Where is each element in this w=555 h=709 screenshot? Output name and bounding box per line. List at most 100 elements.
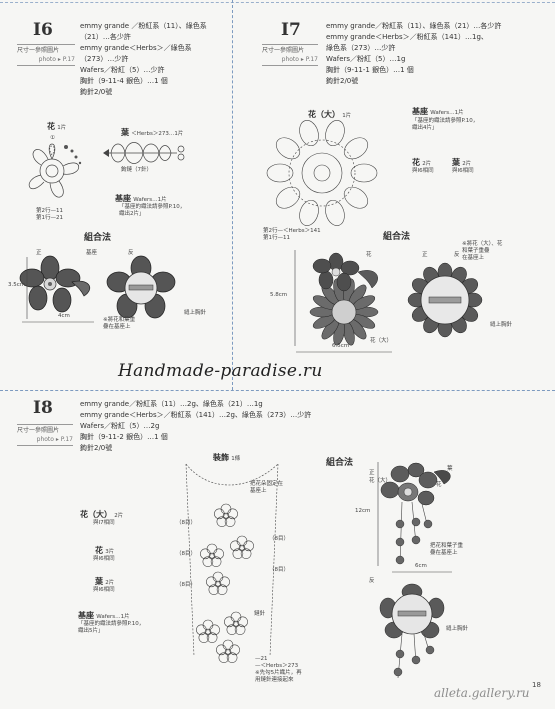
size-ref-text: 尺寸一參照圖片 (17, 47, 60, 54)
assembly-title-i8: 組合法 (326, 458, 354, 468)
petal-stitch (325, 120, 345, 147)
petal-stitch (343, 137, 369, 160)
motif-petal (200, 548, 211, 560)
material-line: 鉤針2/0號 (80, 88, 113, 96)
page-number: 18 (532, 681, 541, 689)
flower-ref-i8: 與I6相同 (93, 556, 115, 562)
motif-petal (210, 556, 222, 567)
base-note-i8: 「基座的織法請參照P.10，織出5片」 (78, 621, 145, 634)
material-line: emmy grande／粉紅系（11）…2g、綠色系（21）…1g (80, 400, 263, 408)
motif-center (238, 544, 246, 552)
small-flower-ref-i7: 與I6相同 (412, 168, 434, 174)
height-arrow-i8 (377, 462, 379, 566)
leaf-chart-i6 (103, 142, 185, 164)
petal-stitch (266, 163, 294, 183)
material-line: （21）…各少許 (80, 33, 131, 41)
assembly-note-i7: ※將花（大）、花和葉子重疊在基座上 (462, 241, 503, 261)
height-arrow-i7 (294, 250, 296, 346)
motif-petal (202, 556, 214, 567)
motif-petal (222, 639, 234, 651)
decoration-chart-i8 (185, 463, 279, 663)
petal-stitch (275, 137, 301, 160)
motif-petal (234, 624, 246, 635)
material-line: 胸針（9-11-1 銀色）…1 個 (326, 66, 414, 74)
chain-8-label: （8目） (176, 551, 196, 557)
material-line: emmy grande／粉紅系（11）、綠色系（21）…各少許 (326, 22, 502, 30)
height-arrow-i6 (26, 257, 28, 319)
flower-chart-i6 (29, 143, 82, 198)
petal-stitch (343, 186, 369, 209)
gallery-watermark: alleta.gallery.ru (434, 686, 530, 700)
chain-8-label: （8目） (176, 582, 196, 588)
assembly-title-i7: 組合法 (383, 232, 411, 242)
width-arrow-i7 (296, 351, 392, 353)
leaf-label-i8: 葉 2片 (95, 577, 115, 586)
pattern-code-i6: I6 (33, 20, 53, 40)
center-chain-label-i8: 鏈針 (254, 611, 266, 617)
back-label-i7: 反 (454, 252, 460, 258)
height-dim-i8: 12cm (355, 508, 371, 514)
assembly-back-i6 (106, 255, 176, 319)
horizontal-divider (0, 390, 555, 391)
motif-center (204, 628, 212, 636)
back-label-i6: 反 (128, 250, 134, 256)
motif-center (208, 552, 216, 560)
flower-label-i6: 花 1片 (47, 122, 67, 131)
motif-center (214, 580, 222, 588)
width-arrow-i8 (392, 571, 452, 573)
material-line: 鉤針2/0號 (326, 77, 359, 85)
motif-petal (243, 540, 254, 552)
petal-stitch (299, 199, 319, 226)
small-flower-tag-i8: 花 (436, 482, 442, 488)
motif-petal (206, 543, 218, 555)
bottom-note-i8: —21—＜Herbs＞273※先勾5片織片，再用鏈針連接起來 (255, 656, 302, 683)
motif-petal (230, 611, 242, 623)
front-label-i8: 正 (369, 470, 375, 476)
motif-center (222, 512, 230, 520)
width-dim-i8: 6cm (415, 563, 427, 569)
back-label-i8: 反 (369, 578, 375, 584)
materials-i7: emmy grande／粉紅系（11）、綠色系（21）…各少許 emmy gra… (326, 21, 501, 87)
small-flower-label-i7: 花 2片 (412, 158, 432, 167)
motif-petal (229, 644, 240, 656)
top-divider (0, 2, 555, 3)
material-line: 綠色系（273）…少許 (326, 44, 396, 52)
motif-petal (214, 508, 225, 520)
base-label-i7: 基座 Wafers…1片 (412, 107, 464, 116)
photo-ref: photo ▸ P.17 (38, 56, 75, 63)
big-flower-label-i7: 花（大） 1片 (308, 110, 352, 119)
motif-petal (236, 535, 248, 547)
width-dim-i7: 6.5cm (332, 343, 350, 349)
vertical-divider (232, 0, 233, 390)
base-label-i8: 基座 Wafers…1片 (78, 611, 130, 620)
big-flower-tag-i8: 花（大） (369, 478, 392, 484)
motif-petal (212, 571, 224, 583)
width-arrow-i6 (22, 321, 94, 323)
assembly-note-i8: 把花和葉子重疊在基座上 (430, 543, 464, 556)
motif-petal (237, 616, 248, 628)
motif-petal (213, 548, 224, 560)
sew-pin-label-i8: 縫上胸針 (446, 626, 469, 632)
pattern-code-i8: I8 (33, 398, 53, 418)
motif-petal (209, 624, 220, 636)
site-watermark: Handmade-paradise.ru (118, 361, 323, 381)
big-flower-ref-i8: 與I7相同 (93, 520, 115, 526)
width-dim-i6: 4cm (58, 313, 70, 319)
chain-8-label: （8目） (269, 536, 289, 542)
big-flower-label-i8: 花（大） 2片 (80, 510, 124, 519)
size-reference-box-i6: 尺寸一參照圖片 photo ▸ P.17 (17, 44, 75, 66)
base-note-i7: 「基座的織法請參照P.10，織出4片」 (412, 118, 479, 131)
motif-center (232, 620, 240, 628)
base-tag-i6: 基座 (86, 250, 98, 256)
pattern-code-i7: I7 (281, 20, 301, 40)
motif-petal (196, 624, 207, 636)
sew-pin-label-i7: 縫上胸針 (490, 322, 513, 328)
petal-stitch (325, 199, 345, 226)
chain-8-label: （8目） (269, 567, 289, 573)
motif-petal (227, 508, 238, 520)
leaf-stitch-note-i6: 鉤鏈（7針） (121, 167, 152, 173)
base-label-i6: 基座 Wafers…1片 (115, 194, 167, 203)
photo-ref: photo ▸ P.17 (281, 56, 318, 63)
